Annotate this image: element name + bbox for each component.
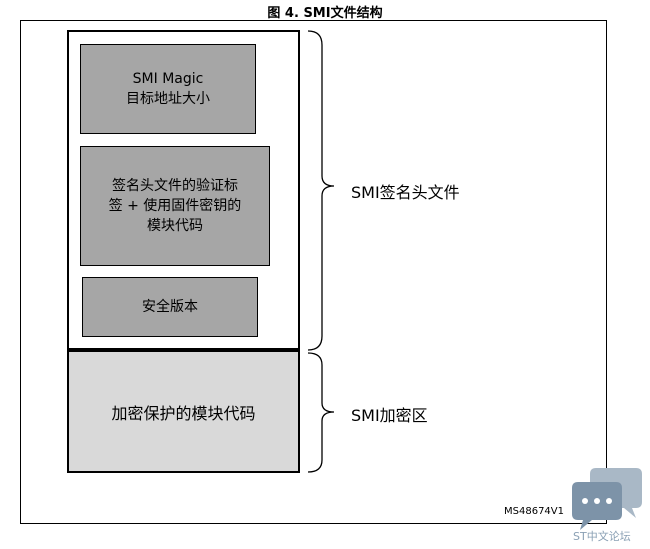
- diagram-frame: [20, 20, 607, 524]
- encrypted-code-block: 加密保护的模块代码: [67, 350, 300, 473]
- header-brace: [307, 30, 335, 351]
- smi-magic-text: SMI Magic 目标地址大小: [126, 71, 210, 107]
- signature-text: 签名头文件的验证标 签 + 使用固件密钥的 模块代码: [108, 178, 242, 234]
- figure-title: 图 4. SMI文件结构: [267, 6, 383, 21]
- watermark-text: ST中文论坛: [573, 530, 631, 543]
- encrypted-region-label: SMI加密区: [351, 406, 428, 425]
- security-version-text: 安全版本: [142, 299, 198, 315]
- chat-bubble-icon: [572, 468, 642, 530]
- signature-block: 签名头文件的验证标 签 + 使用固件密钥的 模块代码: [80, 146, 270, 266]
- encrypted-code-text: 加密保护的模块代码: [111, 403, 256, 423]
- smi-magic-block: SMI Magic 目标地址大小: [80, 44, 256, 134]
- figure-code: MS48674V1: [504, 506, 564, 517]
- signed-header-label: SMI签名头文件: [351, 183, 460, 202]
- security-version-block: 安全版本: [82, 277, 258, 337]
- encrypted-brace: [307, 352, 335, 473]
